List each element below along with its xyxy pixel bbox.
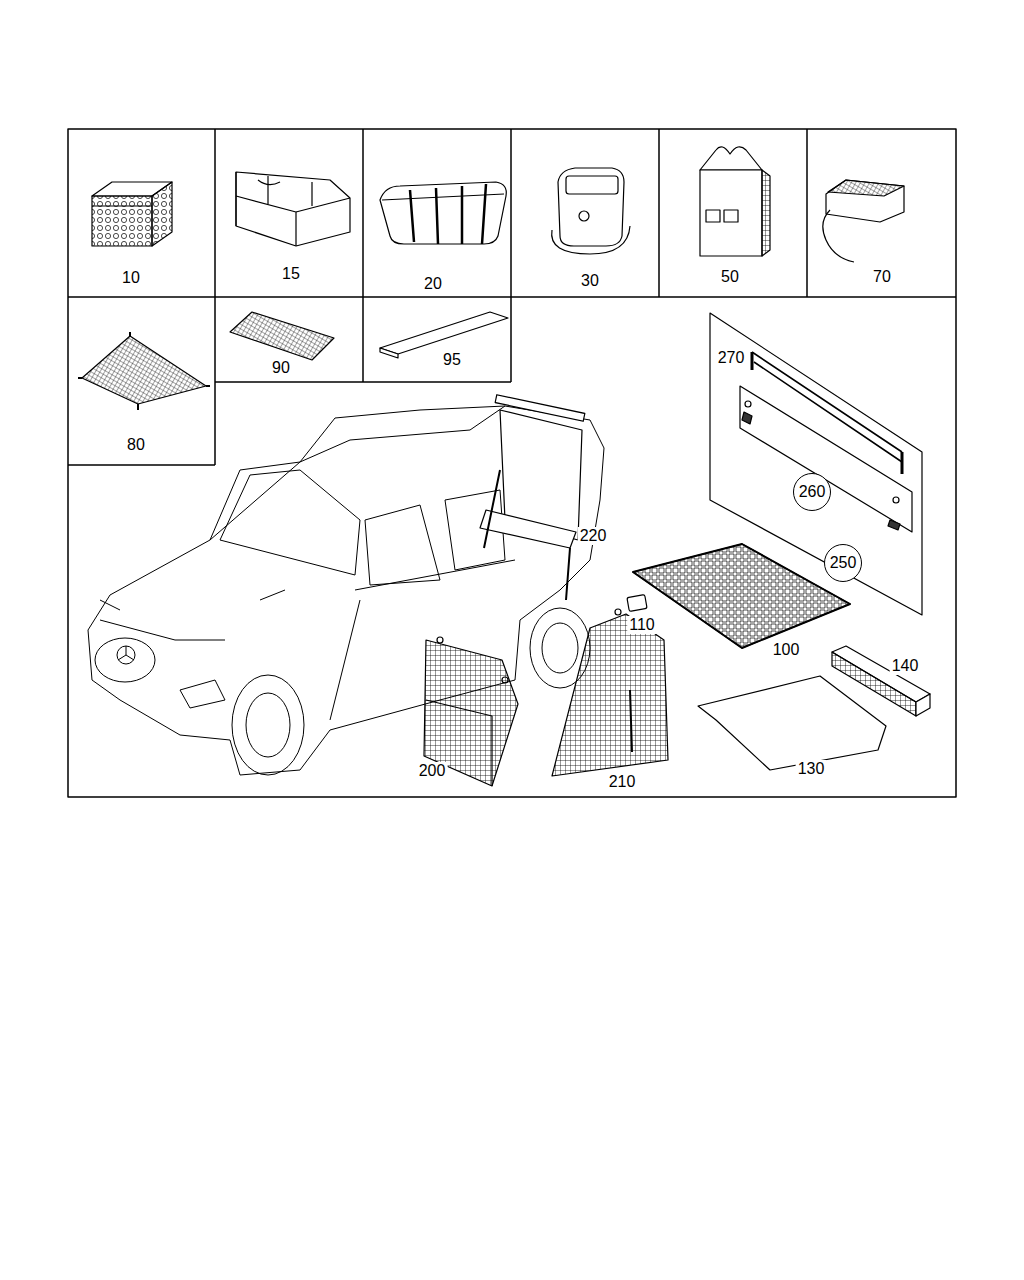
callout-number: 200 (417, 762, 448, 780)
callout-number: 70 (871, 268, 893, 286)
callout-number: 220 (578, 527, 609, 545)
callout-number: 90 (270, 359, 292, 377)
callout-number: 140 (890, 657, 921, 675)
callout-number: 100 (771, 641, 802, 659)
callout-number: 210 (607, 773, 638, 791)
callout-number: 270 (716, 349, 747, 367)
callout-number: 80 (125, 436, 147, 454)
callout-number: 95 (441, 351, 463, 369)
callout-number: 10 (120, 269, 142, 287)
callout-number: 30 (579, 272, 601, 290)
callout-number: 20 (422, 275, 444, 293)
callout-number: 260 (799, 483, 826, 501)
callout-number: 130 (796, 760, 827, 778)
callout-number: 50 (719, 268, 741, 286)
callout-number: 250 (830, 554, 857, 572)
callout-number: 15 (280, 265, 302, 283)
callout-number: 110 (627, 616, 657, 634)
